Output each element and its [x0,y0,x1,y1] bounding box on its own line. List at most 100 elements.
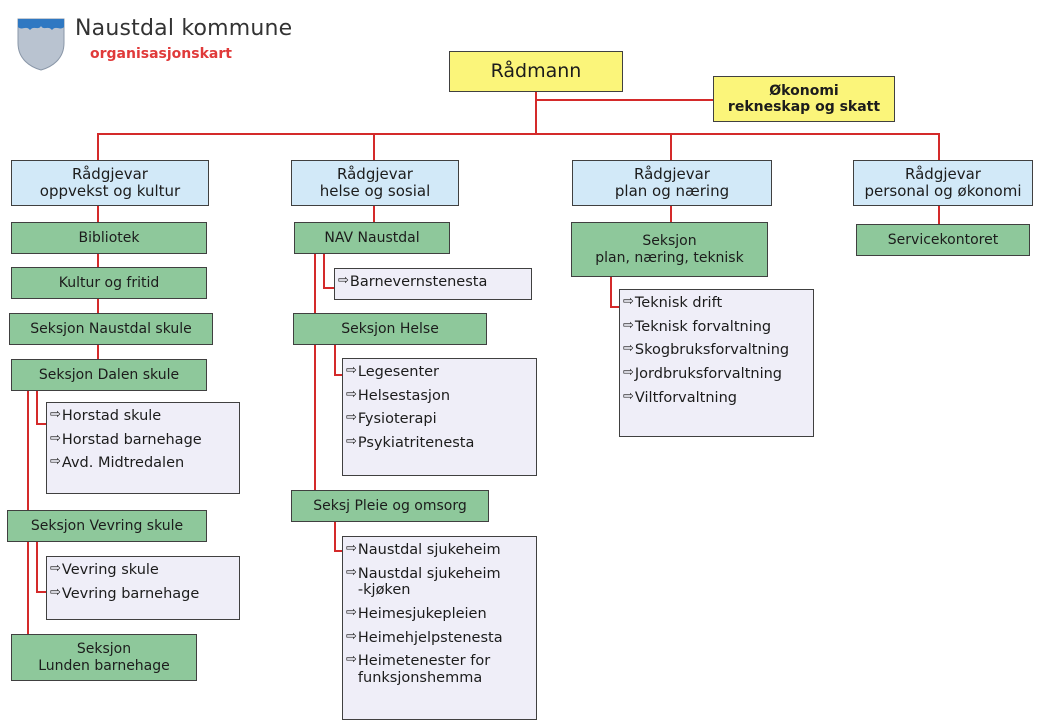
advisor-oppvekst-kultur: Rådgjevar oppvekst og kultur [11,160,209,206]
connector-line [36,540,38,592]
naustdal-coat-of-arms-logo [17,18,65,71]
list-item: ⇨Teknisk forvaltning [623,317,772,335]
list-item: ⇨Jordbruksforvaltning [623,365,783,383]
connector-line [334,550,342,552]
advisor-subtitle: helse og sosial [319,182,431,200]
unit-seksjon-helse: Seksjon Helse [293,313,487,345]
unit-label: Seksjon Helse [341,320,439,337]
list-item: ⇨Helsestasjon [346,386,451,404]
list-item: ⇨Heimetenester for funksjonshemma [346,652,491,687]
advisor-subtitle: personal og økonomi [864,182,1022,200]
connector-line [334,345,336,375]
arrow-icon: ⇨ [50,561,61,576]
list-item: ⇨Teknisk drift [623,294,723,311]
connector-line [938,206,940,224]
advisor-title: Rådgjevar [634,164,710,183]
unit-naustdal-skule: Seksjon Naustdal skule [9,313,213,345]
list-item: ⇨Skogbruksforvaltning [623,341,790,359]
dalen-subunits-list: ⇨Horstad skule ⇨Horstad barnehage ⇨Avd. … [46,402,240,494]
unit-lunden-barnehage: Seksjon Lunden barnehage [11,634,197,681]
arrow-icon: ⇨ [623,294,634,309]
list-item: ⇨Barnevernstenesta [338,273,488,290]
list-item: ⇨Legesenter [346,363,440,380]
unit-label: Kultur og fritid [58,274,160,291]
connector-line [610,306,619,308]
unit-label-line1: Seksjon [76,641,132,658]
unit-bibliotek: Bibliotek [11,222,207,254]
advisor-title: Rådgjevar [905,164,981,183]
connector-line [334,521,336,551]
vevring-subunits-list: ⇨Vevring skule ⇨Vevring barnehage [46,556,240,620]
list-item: ⇨Naustdal sjukeheim -kjøken [346,564,501,599]
connector-line [323,287,334,289]
arrow-icon: ⇨ [346,652,357,668]
arrow-icon: ⇨ [346,410,357,426]
unit-pleie-omsorg: Seksj Pleie og omsorg [291,490,489,522]
org-subtitle: organisasjonskart [90,46,232,62]
connector-line [314,254,316,492]
okonomi-label-line2: rekneskap og skatt [727,99,881,115]
plan-subunits-list: ⇨Teknisk drift ⇨Teknisk forvaltning ⇨Sko… [619,289,814,437]
unit-label: Seksj Pleie og omsorg [313,497,467,514]
connector-line [535,99,713,101]
connector-line [36,423,46,425]
connector-line [97,133,938,135]
list-item: ⇨Psykiatritenesta [346,434,475,452]
arrow-icon: ⇨ [346,564,357,580]
unit-label-line1: Seksjon [642,233,697,250]
advisor-subtitle: plan og næring [614,182,730,200]
connector-line [36,390,38,424]
connector-line [535,88,537,135]
connector-line [373,206,375,222]
connector-line [97,133,99,160]
list-item: ⇨Horstad skule [50,407,162,424]
pleie-subunits-list: ⇨Naustdal sjukeheim ⇨Naustdal sjukeheim … [342,536,537,720]
arrow-icon: ⇨ [50,407,61,422]
connector-line [323,254,325,288]
arrow-icon: ⇨ [623,388,634,404]
radmann-box: Rådmann [449,51,623,92]
connector-line [36,591,46,593]
arrow-icon: ⇨ [623,341,634,357]
advisor-title: Rådgjevar [72,164,148,183]
list-item: ⇨Heimesjukepleien [346,605,487,623]
arrow-icon: ⇨ [623,365,634,381]
list-item: ⇨Vevring barnehage [50,584,200,602]
arrow-icon: ⇨ [346,605,357,621]
unit-seksjon-plan-naering-teknisk: Seksjon plan, næring, teknisk [571,222,768,277]
unit-label: NAV Naustdal [324,229,420,246]
unit-label: Seksjon Dalen skule [38,366,180,383]
unit-label-line2: Lunden barnehage [38,657,170,674]
unit-vevring-skule: Seksjon Vevring skule [7,510,207,542]
unit-label: Bibliotek [78,229,140,246]
arrow-icon: ⇨ [50,584,61,600]
unit-kultur-fritid: Kultur og fritid [11,267,207,299]
list-item: ⇨Heimehjelpstenesta [346,628,503,646]
advisor-plan-naering: Rådgjevar plan og næring [572,160,772,206]
connector-line [938,133,940,160]
connector-line [373,133,375,160]
unit-servicekontoret: Servicekontoret [856,224,1030,256]
list-item: ⇨Vevring skule [50,561,159,578]
connector-line [670,206,672,222]
arrow-icon: ⇨ [346,434,357,450]
arrow-icon: ⇨ [346,628,357,644]
unit-nav-naustdal: NAV Naustdal [294,222,450,254]
unit-label: Seksjon Naustdal skule [30,320,192,337]
org-title: Naustdal kommune [75,16,293,41]
arrow-icon: ⇨ [346,386,357,402]
unit-label: Seksjon Vevring skule [30,517,184,534]
connector-line [610,277,612,307]
okonomi-box: Økonomi rekneskap og skatt [713,76,895,122]
advisor-title: Rådgjevar [337,164,413,183]
connector-line [334,374,342,376]
advisor-subtitle: oppvekst og kultur [39,182,181,200]
list-item: ⇨Viltforvaltning [623,388,737,406]
okonomi-label-line1: Økonomi [769,82,839,99]
helse-subunits-list: ⇨Legesenter ⇨Helsestasjon ⇨Fysioterapi ⇨… [342,358,537,476]
advisor-personal-okonomi: Rådgjevar personal og økonomi [853,160,1033,206]
radmann-label: Rådmann [490,59,582,82]
connector-line [670,133,672,160]
advisor-helse-sosial: Rådgjevar helse og sosial [291,160,459,206]
arrow-icon: ⇨ [623,317,634,333]
